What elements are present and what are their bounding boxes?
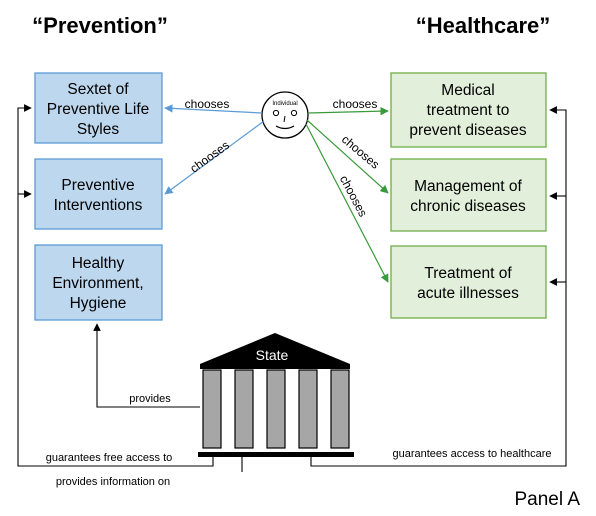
box-line: Styles	[77, 121, 119, 138]
edge-label-chooses: chooses	[187, 138, 231, 176]
healthcare-box-medical-treatment: Medical treatment to prevent diseases	[390, 72, 547, 148]
box-line: prevent diseases	[409, 122, 526, 139]
guarantees-healthcare-connector	[310, 106, 567, 467]
individual-face-icon: Individual	[261, 91, 309, 139]
box-line: Interventions	[54, 197, 143, 214]
box-line: Environment,	[52, 275, 143, 292]
edge-label-chooses: chooses	[339, 132, 382, 171]
box-line: Sextet of	[67, 81, 129, 98]
edge-label-chooses: chooses	[337, 173, 370, 219]
box-line: Treatment of	[424, 265, 512, 282]
healthcare-box-acute: Treatment of acute illnesses	[390, 245, 547, 319]
box-line: Preventive Life	[47, 101, 150, 118]
edge-label-provides: provides	[129, 393, 171, 405]
box-line: acute illnesses	[417, 285, 519, 302]
provides-connector	[93, 323, 200, 408]
edge-label-chooses: chooses	[333, 97, 378, 111]
prevention-box-environment: Healthy Environment, Hygiene	[34, 244, 163, 321]
box-line: treatment to	[427, 102, 510, 119]
individual-label: Individual	[272, 101, 297, 107]
arrow-to-chronic	[306, 119, 389, 194]
prevention-box-interventions: Preventive Interventions	[34, 158, 163, 230]
arrow-to-acute	[305, 123, 389, 283]
arrow-to-interventions	[164, 120, 265, 195]
panel-label: Panel A	[515, 489, 581, 510]
arrow-to-medical	[307, 106, 389, 116]
box-line: Management of	[414, 178, 522, 195]
box-line: chronic diseases	[410, 198, 526, 215]
healthcare-heading: “Healthcare”	[416, 13, 551, 38]
arrow-to-lifestyles	[164, 104, 263, 114]
box-line: Preventive	[61, 177, 134, 194]
edge-label-provides-information: provides information on	[56, 476, 170, 488]
state-label: State	[256, 347, 289, 363]
healthcare-box-chronic: Management of chronic diseases	[390, 158, 547, 232]
guarantees-free-access-connector	[17, 104, 214, 467]
box-line: Healthy	[72, 255, 125, 272]
box-line: Hygiene	[70, 295, 127, 312]
state-building-icon	[198, 333, 354, 457]
edge-label-chooses: chooses	[185, 97, 230, 111]
edge-label-guarantees-free-access: guarantees free access to	[46, 452, 173, 464]
prevention-heading: “Prevention”	[32, 13, 168, 38]
box-line: Medical	[441, 82, 494, 99]
edge-label-guarantees-healthcare: guarantees access to healthcare	[393, 448, 552, 460]
prevention-box-lifestyles: Sextet of Preventive Life Styles	[34, 72, 163, 144]
